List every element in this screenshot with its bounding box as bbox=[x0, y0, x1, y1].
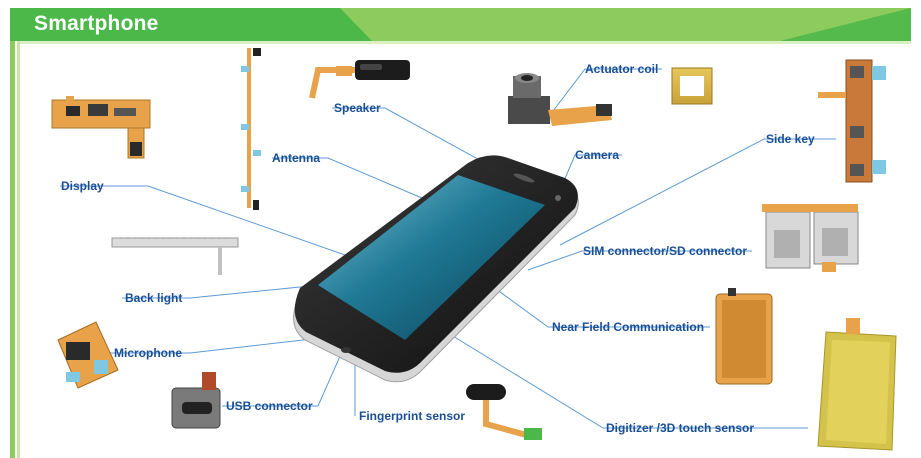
label-back-light: Back light bbox=[125, 291, 183, 305]
label-fingerprint-sensor: Fingerprint sensor bbox=[359, 409, 466, 423]
label-speaker: Speaker bbox=[334, 101, 381, 115]
leader-sidekey bbox=[559, 138, 836, 246]
speaker-component bbox=[309, 60, 410, 99]
actuator-coil-component bbox=[671, 67, 713, 105]
left-border-strip bbox=[10, 41, 15, 458]
label-usb-connector: USB connector bbox=[226, 399, 313, 413]
header-banner bbox=[10, 8, 911, 41]
leader-usb bbox=[222, 344, 346, 407]
label-digitizer: Digitizer /3D touch sensor bbox=[606, 421, 755, 435]
usb-connector-component bbox=[171, 372, 221, 429]
label-antenna: Antenna bbox=[272, 151, 320, 165]
leader-antenna bbox=[272, 157, 451, 211]
header-underline bbox=[20, 41, 911, 44]
leader-microphone bbox=[110, 335, 339, 354]
sim-sd-connector-component bbox=[762, 204, 859, 272]
leader-backlight bbox=[122, 284, 321, 299]
nfc-component bbox=[715, 288, 773, 385]
side-key-component bbox=[818, 59, 886, 183]
leader-lines bbox=[60, 68, 836, 429]
page-title: Smartphone bbox=[34, 12, 159, 35]
camera-component bbox=[508, 73, 612, 126]
smartphone-illustration bbox=[293, 155, 579, 383]
label-nfc: Near Field Communication bbox=[552, 320, 705, 334]
back-light-component bbox=[111, 237, 239, 275]
fingerprint-sensor-component bbox=[466, 384, 542, 440]
antenna-flex-component bbox=[241, 48, 261, 210]
label-actuator-coil: Actuator coil bbox=[585, 62, 659, 76]
leader-digitizer bbox=[429, 321, 808, 429]
leader-display bbox=[60, 185, 366, 263]
label-sim-connector: SIM connector/SD connector bbox=[583, 244, 748, 258]
label-camera: Camera bbox=[575, 148, 620, 162]
leader-sim bbox=[527, 250, 752, 271]
leader-actuator bbox=[549, 68, 662, 116]
display-flex-component bbox=[51, 96, 151, 159]
label-side-key: Side key bbox=[766, 132, 815, 146]
left-border-strip-inner bbox=[17, 41, 20, 458]
microphone-component bbox=[57, 321, 119, 389]
label-microphone: Microphone bbox=[114, 346, 182, 360]
digitizer-component bbox=[817, 318, 897, 451]
label-display: Display bbox=[61, 179, 104, 193]
